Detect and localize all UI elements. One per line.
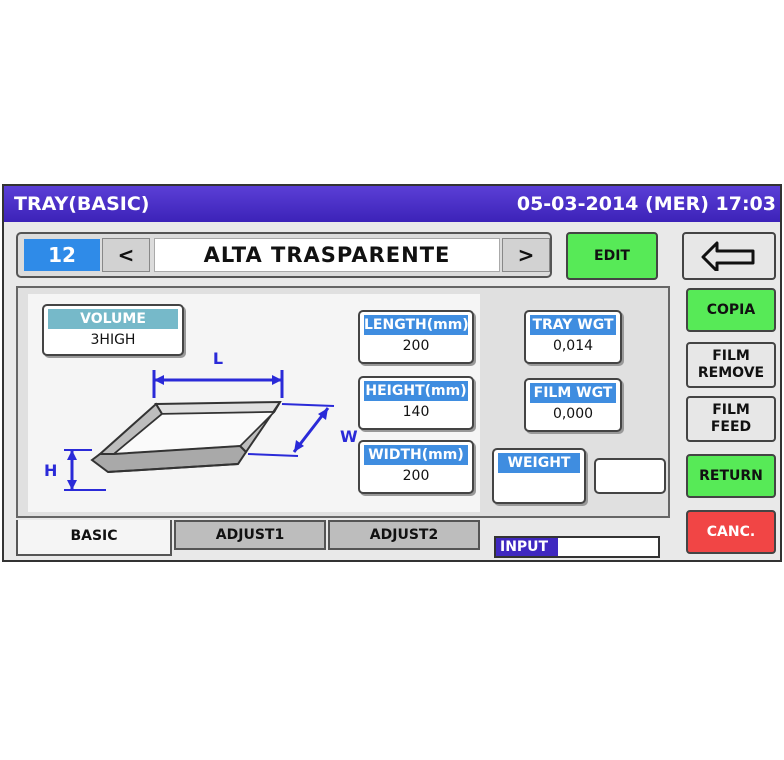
tab-adjust1[interactable]: ADJUST1 (174, 520, 326, 550)
copia-button[interactable]: COPIA (686, 288, 776, 332)
length-value: 200 (402, 338, 430, 354)
back-arrow-icon (701, 241, 755, 271)
weight-value-box[interactable] (594, 458, 666, 494)
record-number[interactable]: 12 (24, 239, 100, 271)
record-name: ALTA TRASPARENTE (154, 238, 500, 272)
cancel-button[interactable]: CANC. (686, 510, 776, 554)
volume-value: 3HIGH (90, 332, 136, 348)
film-wgt-value: 0,000 (552, 406, 594, 422)
datetime: 05-03-2014 (MER) 17:03 (516, 193, 776, 215)
volume-label: VOLUME (48, 309, 178, 329)
length-label: LENGTH(mm) (364, 315, 469, 335)
tray-diagram-area: VOLUME 3HIGH L (28, 294, 480, 512)
length-field[interactable]: LENGTH(mm) 200 (358, 310, 474, 364)
back-button[interactable] (682, 232, 776, 280)
width-label: WIDTH(mm) (364, 445, 468, 465)
page-title: TRAY(BASIC) (14, 193, 150, 215)
width-dim-label: W (340, 427, 358, 446)
weight-field[interactable]: WEIGHT (492, 448, 586, 504)
width-field[interactable]: WIDTH(mm) 200 (358, 440, 474, 494)
width-value: 200 (402, 468, 430, 484)
tray-wgt-value: 0,014 (552, 338, 594, 354)
tray-wgt-field[interactable]: TRAY WGT 0,014 (524, 310, 622, 364)
prev-record-button[interactable]: < (102, 238, 150, 272)
film-wgt-label: FILM WGT (530, 383, 616, 403)
next-record-button[interactable]: > (502, 238, 550, 272)
film-wgt-field[interactable]: FILM WGT 0,000 (524, 378, 622, 432)
title-bar: TRAY(BASIC) 05-03-2014 (MER) 17:03 (4, 186, 780, 222)
film-remove-label-1: FILM (712, 348, 750, 364)
film-remove-label-2: REMOVE (697, 365, 765, 381)
weight-label: WEIGHT (498, 453, 580, 473)
record-selector: 12 < ALTA TRASPARENTE > (16, 232, 552, 278)
height-label: HEIGHT(mm) (364, 381, 468, 401)
height-dim-label: H (44, 461, 57, 480)
film-feed-label-1: FILM (712, 402, 750, 418)
tab-basic[interactable]: BASIC (16, 520, 172, 556)
tab-adjust2[interactable]: ADJUST2 (328, 520, 480, 550)
tray-wgt-label: TRAY WGT (530, 315, 616, 335)
film-feed-label-2: FEED (710, 419, 752, 435)
height-value: 140 (402, 404, 430, 420)
basic-panel: VOLUME 3HIGH L (16, 286, 670, 518)
input-bar[interactable]: INPUT (494, 536, 660, 558)
input-label: INPUT (496, 538, 558, 556)
tray-screen: TRAY(BASIC) 05-03-2014 (MER) 17:03 12 < … (2, 184, 782, 562)
tray-diagram: L W H (44, 350, 358, 491)
length-dim-label: L (213, 350, 223, 368)
volume-field[interactable]: VOLUME 3HIGH (42, 304, 184, 356)
return-button[interactable]: RETURN (686, 454, 776, 498)
height-field[interactable]: HEIGHT(mm) 140 (358, 376, 474, 430)
film-remove-button[interactable]: FILM REMOVE (686, 342, 776, 388)
edit-button[interactable]: EDIT (566, 232, 658, 280)
film-feed-button[interactable]: FILM FEED (686, 396, 776, 442)
